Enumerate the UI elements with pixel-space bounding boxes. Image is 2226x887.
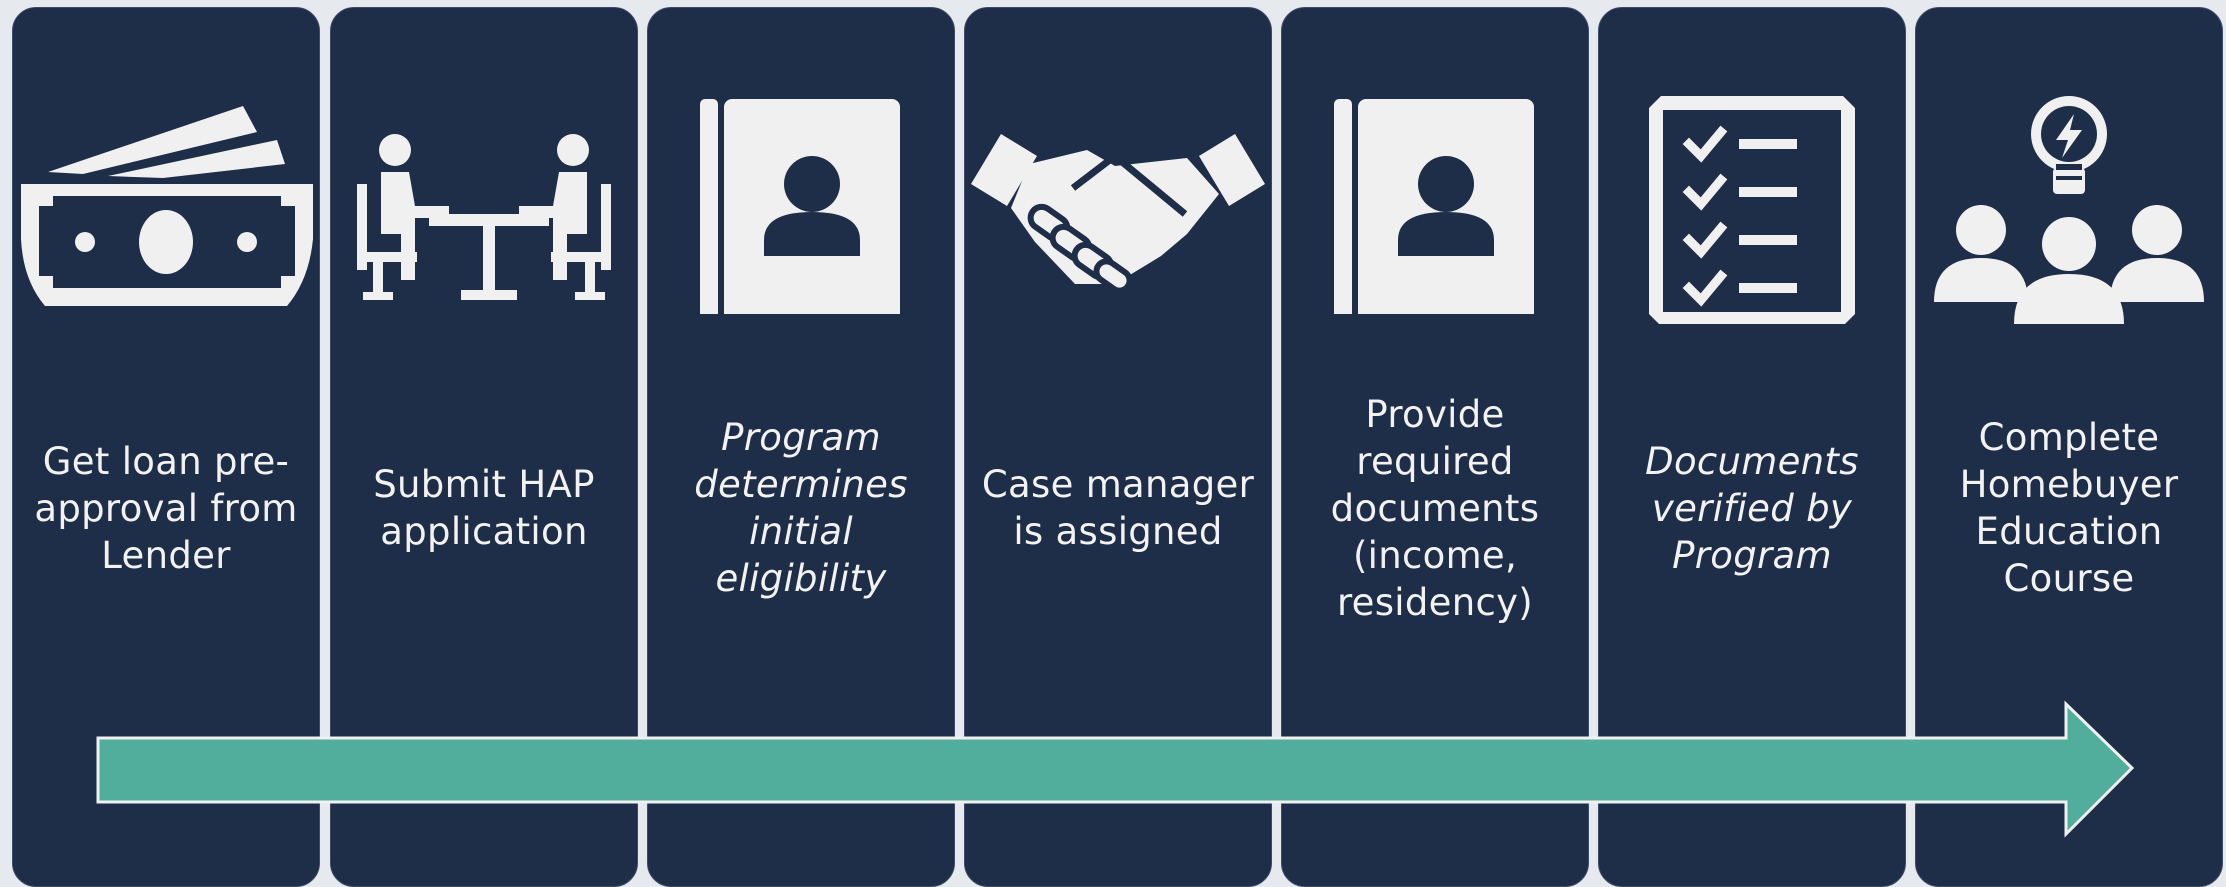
step-6-label: Documents verified by Program [1645,439,1859,577]
group-idea-icon [1916,84,2222,344]
contact-book-icon [1282,84,1588,344]
step-1-panel: Get loan pre-approval from Lender [12,7,320,887]
step-4-label: Case manager is assigned [981,463,1255,553]
step-5-label: Provide required documents (income, resi… [1330,392,1540,624]
step-3-panel: Program determines initial eligibility [647,7,955,887]
meeting-table-icon [331,84,637,344]
step-2-panel: Submit HAP application [330,7,638,887]
step-4-panel: Case manager is assigned [964,7,1272,887]
checklist-icon [1599,84,1905,344]
step-3-label: Program determines initial eligibility [694,416,908,600]
step-7-panel: Complete Homebuyer Education Course [1915,7,2223,887]
step-6-panel: Documents verified by Program [1598,7,1906,887]
money-icon [13,84,319,344]
step-1-label: Get loan pre-approval from Lender [34,439,298,577]
step-5-panel: Provide required documents (income, resi… [1281,7,1589,887]
contact-book-icon [648,84,954,344]
step-2-label: Submit HAP application [373,463,595,553]
step-7-label: Complete Homebuyer Education Course [1959,416,2179,600]
handshake-icon [965,84,1271,344]
